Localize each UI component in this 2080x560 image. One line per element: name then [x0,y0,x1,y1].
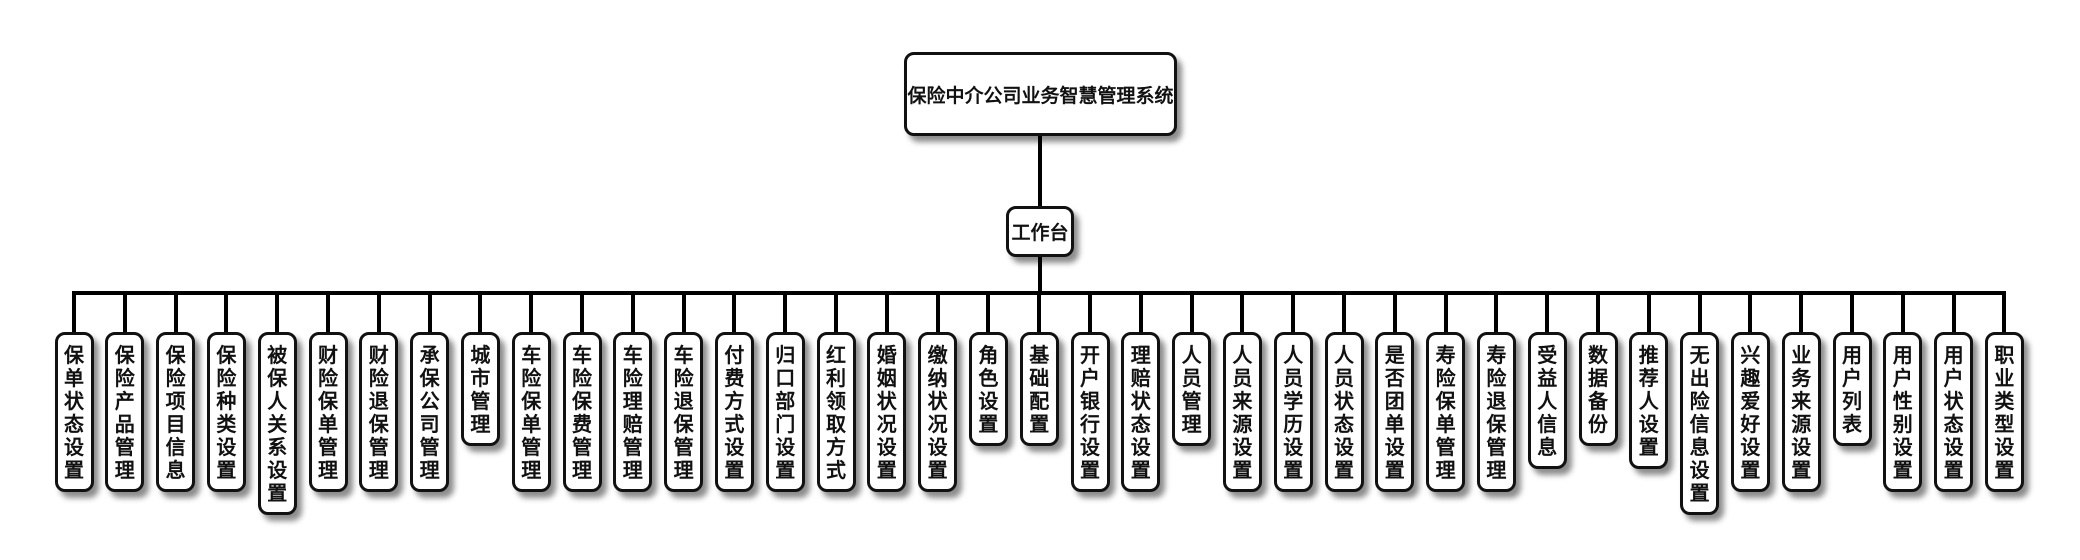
module-connector [1646,291,1651,333]
module-connector [884,291,889,333]
module-connector [1240,291,1245,333]
module-node[interactable]: 承保公司管理 [410,332,450,492]
module-connector [1037,291,1042,333]
module-node[interactable]: 用户列表 [1832,332,1872,446]
module-node[interactable]: 是否团单设置 [1375,332,1415,492]
module-connector [1850,291,1854,333]
module-node[interactable]: 缴纳状况设置 [918,332,958,492]
module-node[interactable]: 婚姻状况设置 [867,332,907,492]
module-connector [275,291,280,333]
module-node[interactable]: 保单状态设置 [54,332,94,492]
module-connector [1697,291,1702,333]
module-connector [834,291,838,333]
module-node[interactable]: 推荐人设置 [1629,332,1669,469]
module-node[interactable]: 保险项目信息 [156,332,196,492]
module-node[interactable]: 保险产品管理 [105,332,145,492]
module-connector [427,291,432,333]
module-node[interactable]: 受益人信息 [1527,332,1567,469]
module-connector [122,291,127,333]
module-connector [1545,291,1550,333]
module-connector [72,291,76,333]
root-node[interactable]: 保险中介公司业务智慧管理系统 [904,52,1177,136]
module-node[interactable]: 基础配置 [1019,332,1059,446]
module-connector [376,291,381,333]
module-node[interactable]: 归口部门设置 [765,332,805,492]
module-connector [1596,291,1600,333]
module-connector [2002,291,2007,333]
module-node[interactable]: 被保人关系设置 [257,332,297,515]
module-node[interactable]: 车险保费管理 [562,332,602,492]
module-connector [1342,291,1346,333]
module-node[interactable]: 付费方式设置 [714,332,754,492]
module-connector [529,291,534,333]
module-node[interactable]: 寿险保单管理 [1426,332,1466,492]
module-connector [1494,291,1499,333]
module-connector [783,291,788,333]
workbench-node[interactable]: 工作台 [1006,206,1074,257]
module-connector [630,291,635,333]
module-node[interactable]: 人员管理 [1172,332,1212,446]
module-node[interactable]: 红利领取方式 [816,332,856,492]
module-connector [580,291,584,333]
module-connector [1951,291,1956,333]
module-node[interactable]: 车险理赔管理 [613,332,653,492]
module-connector [1291,291,1296,333]
module-connector [326,291,330,333]
module-connector [935,291,940,333]
module-node[interactable]: 理赔状态设置 [1121,332,1161,492]
module-connector [1799,291,1804,333]
module-node[interactable]: 保险种类设置 [206,332,246,492]
module-connector [681,291,686,333]
module-node[interactable]: 车险保单管理 [511,332,551,492]
module-connector [224,291,229,333]
module-node[interactable]: 城市管理 [460,332,500,446]
module-node[interactable]: 财险退保管理 [359,332,399,492]
module-node[interactable]: 人员学历设置 [1273,332,1313,492]
module-node[interactable]: 人员来源设置 [1222,332,1262,492]
module-node[interactable]: 寿险退保管理 [1476,332,1516,492]
module-connector [986,291,991,333]
module-node[interactable]: 角色设置 [968,332,1008,446]
trunk-connector-lower [1038,257,1042,293]
trunk-connector [1038,136,1042,206]
module-node[interactable]: 车险退保管理 [664,332,704,492]
module-node[interactable]: 无出险信息设置 [1680,332,1720,515]
module-node[interactable]: 开户银行设置 [1070,332,1110,492]
module-node[interactable]: 财险保单管理 [308,332,348,492]
module-connector [478,291,483,333]
module-node[interactable]: 职业类型设置 [1984,332,2024,492]
module-connector [1189,291,1194,333]
module-connector [1900,291,1905,333]
module-connector [1748,291,1753,333]
module-node[interactable]: 业务来源设置 [1781,332,1821,492]
module-connector [1443,291,1448,333]
module-node[interactable]: 人员状态设置 [1324,332,1364,492]
module-connector [173,291,178,333]
module-connector [1138,291,1143,333]
module-node[interactable]: 兴趣爱好设置 [1730,332,1770,492]
module-node[interactable]: 用户状态设置 [1934,332,1974,492]
module-node[interactable]: 用户性别设置 [1883,332,1923,492]
module-connector [1088,291,1092,333]
module-node[interactable]: 数据备份 [1578,332,1618,446]
module-connector [732,291,737,333]
module-connector [1392,291,1397,333]
